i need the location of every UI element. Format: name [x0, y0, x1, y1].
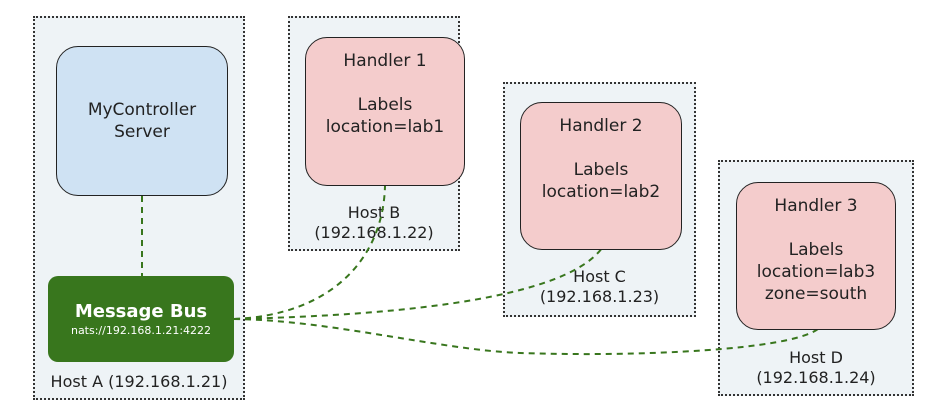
handler-3-labels-heading: Labels — [788, 240, 844, 260]
host-d-name: Host D — [789, 348, 843, 367]
handler-1-label-location: location=lab1 — [325, 117, 445, 137]
mycontroller-server-node: MyController Server — [56, 46, 228, 196]
host-b-label: Host B (192.168.1.22) — [290, 203, 458, 243]
message-bus-url: nats://192.168.1.21:4222 — [70, 323, 212, 337]
host-c-name: Host C — [573, 267, 626, 286]
handler-1-labels-heading: Labels — [357, 95, 413, 115]
handler-2-node: Handler 2 Labels location=lab2 — [520, 102, 682, 250]
host-d-ip: (192.168.1.24) — [756, 368, 876, 387]
handler-2-name: Handler 2 — [559, 116, 643, 136]
server-name-line-1: MyController — [87, 100, 197, 120]
host-c-ip: (192.168.1.23) — [539, 287, 660, 306]
message-bus-title: Message Bus — [74, 300, 208, 322]
handler-3-node: Handler 3 Labels location=lab3 zone=sout… — [736, 182, 896, 330]
host-b-ip: (192.168.1.22) — [314, 223, 434, 242]
host-b-name: Host B — [347, 203, 401, 222]
handler-2-labels-heading: Labels — [573, 160, 629, 180]
handler-1-name: Handler 1 — [343, 51, 427, 71]
host-d-label: Host D (192.168.1.24) — [720, 348, 912, 388]
server-name-line-2: Server — [114, 122, 170, 142]
host-c-label: Host C (192.168.1.23) — [505, 267, 694, 307]
message-bus-node: Message Bus nats://192.168.1.21:4222 — [48, 276, 234, 362]
host-a-label: Host A (192.168.1.21) — [50, 372, 228, 391]
handler-3-label-zone: zone=south — [764, 284, 868, 304]
handler-2-label-location: location=lab2 — [541, 182, 661, 202]
handler-3-label-location: location=lab3 — [756, 262, 876, 282]
handler-3-name: Handler 3 — [774, 196, 858, 216]
handler-1-node: Handler 1 Labels location=lab1 — [305, 37, 465, 186]
